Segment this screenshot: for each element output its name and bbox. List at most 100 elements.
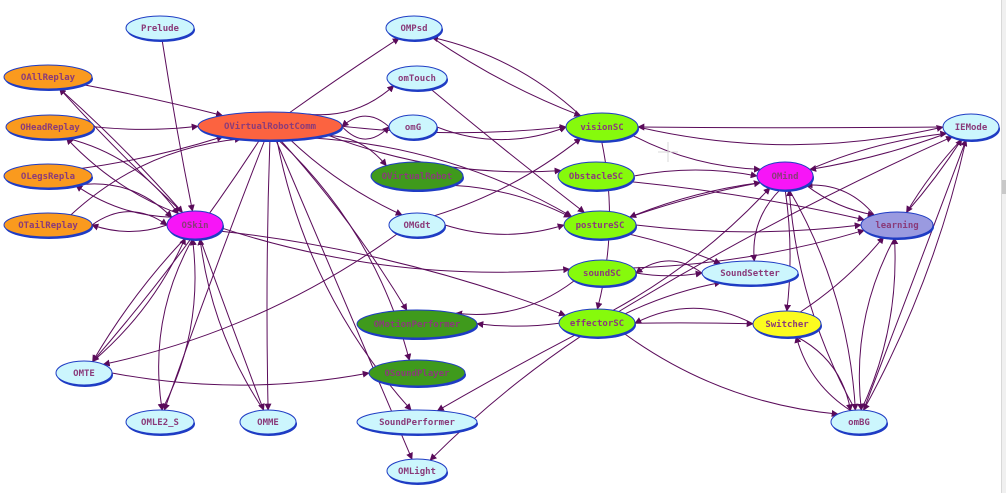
node-ellipse: [239, 409, 297, 435]
edge-OAllReplay-to-OVirtualRobotComm: [82, 84, 224, 118]
node-postureSC[interactable]: postureSC: [563, 210, 637, 241]
node-Prelude[interactable]: Prelude: [125, 15, 195, 42]
node-ellipse: [752, 310, 822, 338]
node-IEMode[interactable]: IEMode: [942, 113, 1000, 142]
edge-omBG-to-Switcher: [794, 335, 851, 412]
edge-OMind-to-postureSC: [629, 182, 761, 218]
node-ellipse: [558, 308, 636, 338]
node-Switcher[interactable]: Switcher: [752, 310, 822, 339]
edge-omTouch-to-postureSC: [430, 88, 585, 213]
edge-green1-to-postureSC: [451, 184, 571, 218]
node-ellipse: [563, 210, 637, 240]
node-label: effectorSC: [570, 319, 624, 329]
node-SoundPerformer[interactable]: SoundPerformer: [356, 409, 478, 436]
node-ellipse: [3, 64, 93, 90]
edge-postureSC-to-SoundSetter: [627, 233, 722, 265]
node-OTailReplay[interactable]: OTailReplay: [3, 212, 93, 239]
node-OLegsRepla[interactable]: OLegsRepla: [3, 163, 93, 190]
node-ellipse: [386, 458, 448, 484]
node-label: omBG: [848, 418, 870, 428]
node-OHeadReplay[interactable]: OHeadReplay: [5, 114, 95, 141]
node-learning[interactable]: learning: [860, 211, 934, 240]
edge-OSkin-to-OMTE: [92, 237, 186, 363]
edge-OMind-to-Switcher: [784, 189, 792, 312]
node-ellipse: [125, 15, 195, 41]
node-OMLight[interactable]: OMLight: [386, 458, 448, 485]
edge-OSkin-to-OAllReplay: [59, 88, 183, 213]
edge-omG-to-OVirtualRobotComm: [341, 115, 390, 128]
node-label: soundSC: [583, 269, 621, 279]
edge-OVirtualRobotComm-to-OMME: [264, 139, 272, 411]
scrollbar-thumb[interactable]: [1002, 180, 1006, 194]
node-ellipse: [356, 409, 478, 435]
edge-postureSC-to-learning: [635, 222, 862, 233]
node-OMind[interactable]: OMind: [756, 161, 814, 192]
edge-soundSC-to-green2: [455, 280, 575, 318]
node-label: OMotionPerformer: [374, 319, 461, 330]
edge-OVirtualRobotComm-to-OMGdt: [289, 139, 403, 216]
edges-layer: [59, 35, 968, 461]
edge-learning-to-OMind: [805, 181, 875, 216]
edge-Prelude-to-OSkin: [161, 39, 195, 212]
node-OVirtualRobotComm[interactable]: OVirtualRobotComm: [197, 111, 343, 142]
edge-Switcher-to-effectorSC: [634, 307, 754, 325]
node-ellipse: [368, 359, 466, 387]
node-label: postureSC: [576, 221, 625, 231]
node-green2[interactable]: OMotionPerformer: [356, 309, 478, 340]
node-label: OAllReplay: [21, 73, 76, 83]
edge-postureSC-to-OMind: [629, 180, 761, 218]
node-ellipse: [830, 409, 888, 435]
edge-OLegsRepla-to-OSkin: [75, 183, 173, 218]
node-label: OMLE2_S: [141, 418, 179, 428]
node-OMGdt[interactable]: OMGdt: [388, 212, 446, 239]
node-label: SoundSetter: [720, 269, 780, 279]
node-visionSC[interactable]: visionSC: [565, 112, 639, 143]
node-ellipse: [55, 360, 113, 386]
edge-OSkin-to-OHeadReplay: [66, 137, 179, 215]
node-ObstacleSC[interactable]: ObstacleSC: [557, 161, 635, 192]
node-omBG[interactable]: omBG: [830, 409, 888, 436]
node-ellipse: [385, 15, 443, 41]
edge-effectorSC-to-green2: [476, 321, 560, 328]
node-label: ObstacleSC: [569, 172, 623, 182]
node-OMPsd[interactable]: OMPsd: [385, 15, 443, 42]
edge-effectorSC-to-omBG: [623, 332, 839, 418]
node-OMME[interactable]: OMME: [239, 409, 297, 436]
node-OSkin[interactable]: OSkin: [166, 210, 224, 241]
node-effectorSC[interactable]: effectorSC: [558, 308, 636, 339]
node-label: SoundPerformer: [379, 418, 455, 428]
node-soundSC[interactable]: soundSC: [567, 259, 637, 288]
node-label: Prelude: [141, 24, 180, 34]
edge-visionSC-to-IEMode: [637, 125, 944, 146]
edge-OHeadReplay-to-OVirtualRobotComm: [93, 123, 199, 131]
node-SoundSetter[interactable]: SoundSetter: [701, 260, 799, 287]
node-omTouch[interactable]: omTouch: [386, 65, 448, 92]
edge-ObstacleSC-to-learning: [630, 181, 865, 222]
edge-learning-to-omBG: [857, 237, 895, 411]
edge-OVirtualRobotComm-to-postureSC: [309, 137, 573, 217]
node-ellipse: [701, 260, 799, 286]
edge-OMLE2_S-to-OSkin: [161, 238, 197, 411]
node-label: OMind: [771, 171, 798, 182]
vertical-scrollbar[interactable]: [1001, 0, 1006, 493]
edge-OVirtualRobotComm-to-OMTE: [92, 139, 261, 363]
node-ellipse: [166, 210, 224, 240]
edge-OVirtualRobotComm-to-OMPsd: [289, 37, 400, 113]
node-ellipse: [3, 212, 93, 238]
node-OMLE2_S[interactable]: OMLE2_S: [125, 409, 195, 436]
edge-learning-to-IEMode: [906, 138, 963, 213]
node-label: Switcher: [765, 319, 809, 330]
edge-OAllReplay-to-OSkin: [59, 88, 183, 214]
node-ellipse: [942, 113, 1000, 141]
node-OMTE[interactable]: OMTE: [55, 360, 113, 387]
edge-effectorSC-to-OMind: [612, 187, 771, 311]
node-green1[interactable]: OVirtualRobot: [370, 161, 464, 192]
node-omG[interactable]: omG: [388, 114, 438, 141]
node-green3[interactable]: OSoundPlayer: [368, 359, 466, 388]
edge-soundSC-to-learning: [633, 228, 865, 269]
edge-effectorSC-to-SoundPerformer: [436, 334, 577, 412]
node-OAllReplay[interactable]: OAllReplay: [3, 64, 93, 91]
edge-OVirtualRobotComm-to-visionSC: [341, 124, 567, 134]
node-label: visionSC: [580, 122, 623, 133]
node-ellipse: [565, 112, 639, 142]
